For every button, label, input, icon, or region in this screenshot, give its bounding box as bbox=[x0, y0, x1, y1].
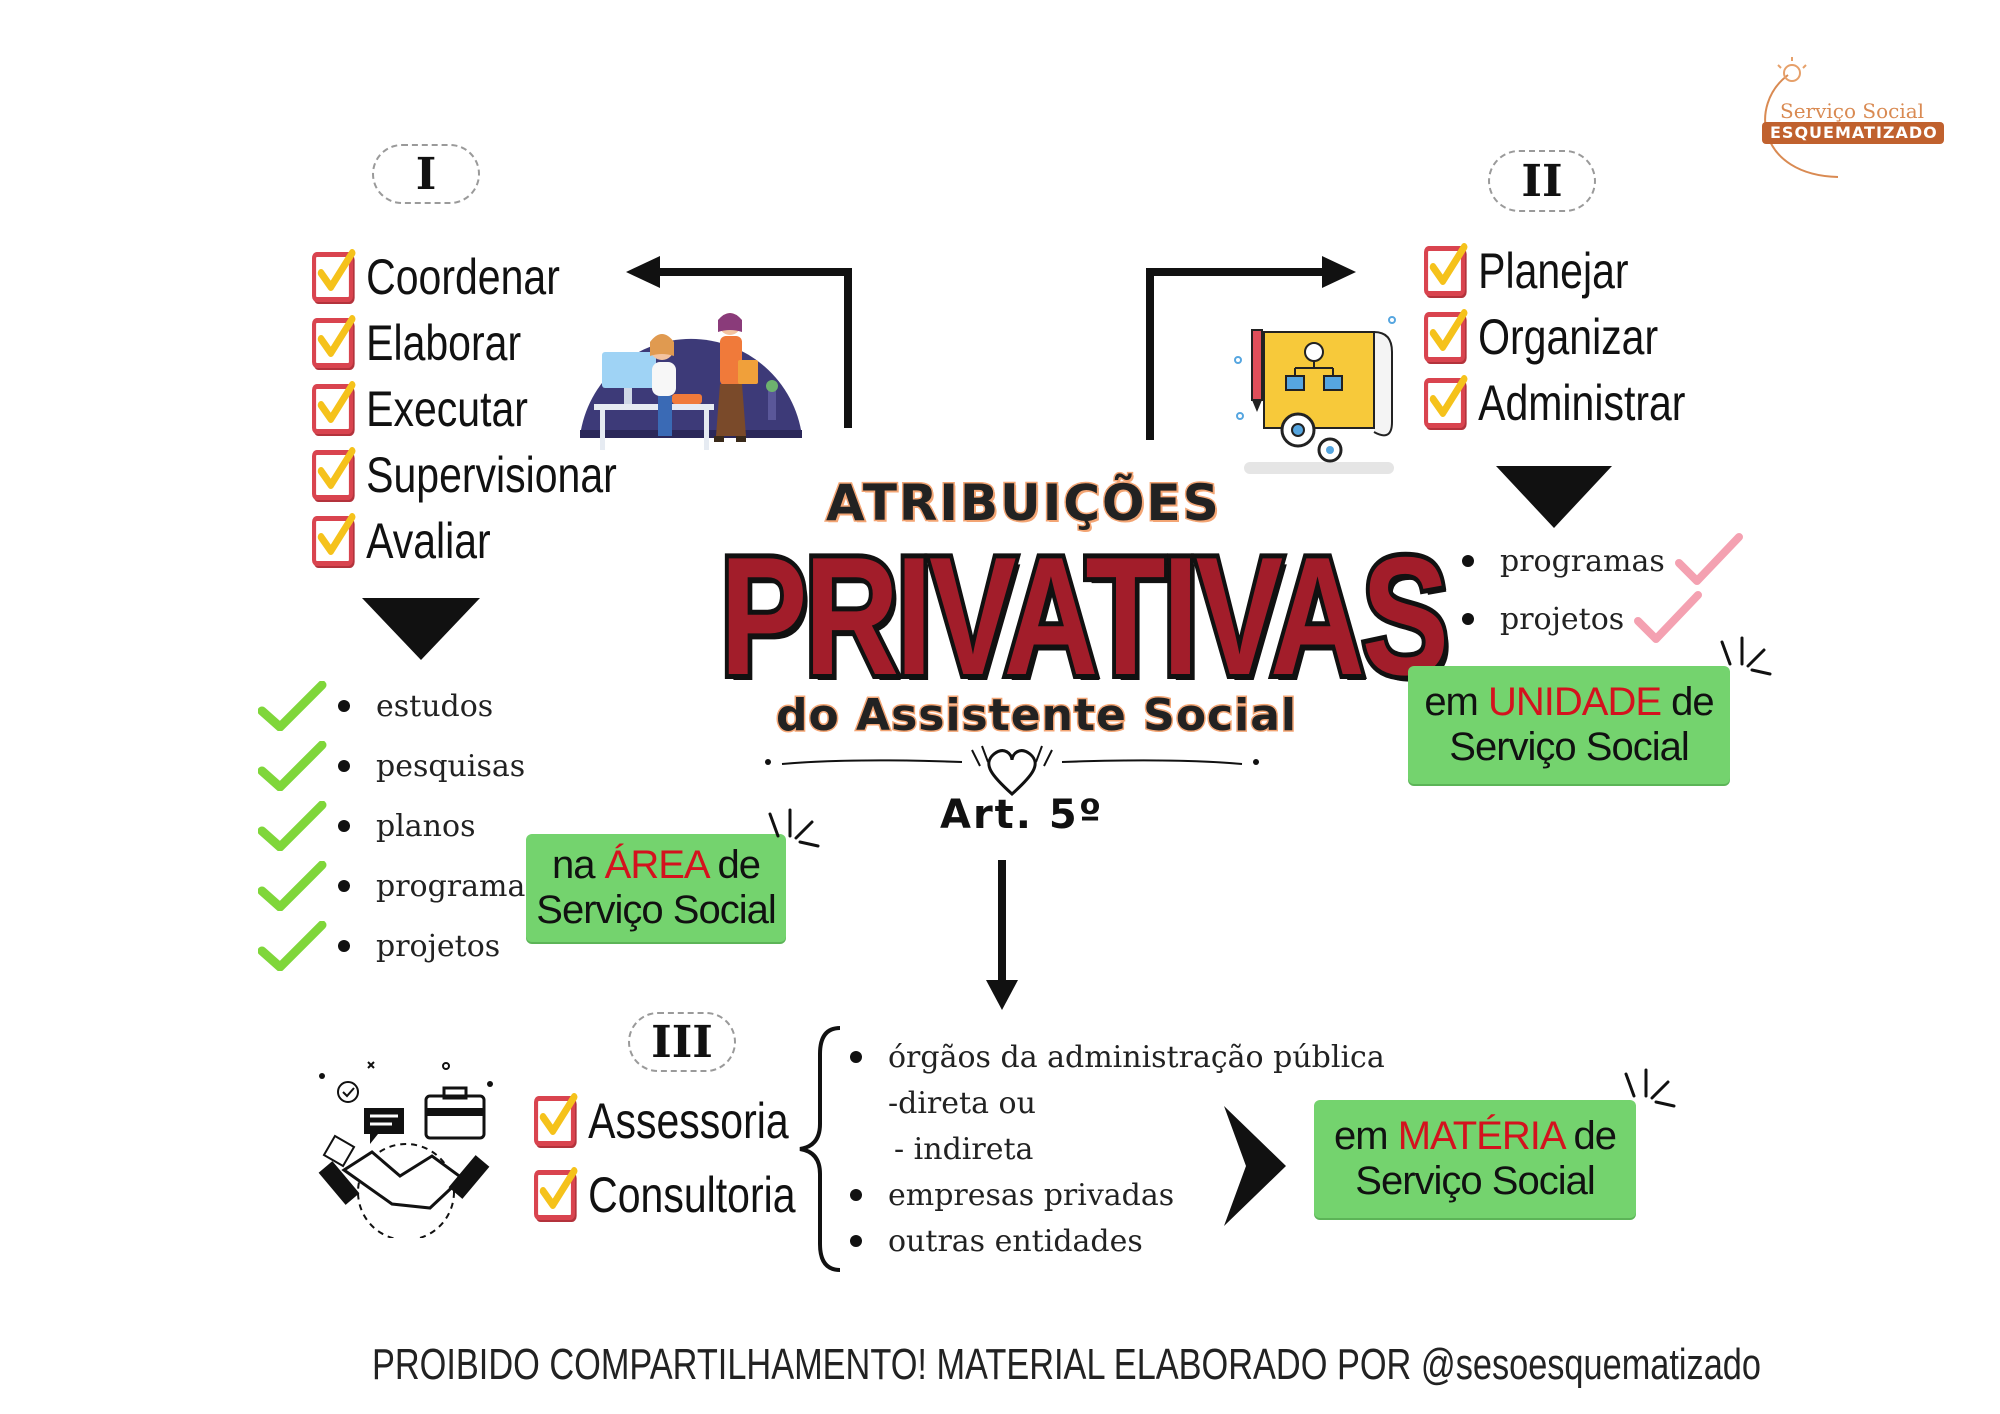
green-check-icon bbox=[258, 681, 327, 731]
logo-line2: ESQUEMATIZADO bbox=[1770, 123, 1938, 142]
verb-item: Supervisionar bbox=[312, 442, 617, 508]
checkbox-checked-icon bbox=[312, 249, 356, 302]
checkbox-checked-icon bbox=[534, 1093, 578, 1146]
area-box: na ÁREA de Serviço Social bbox=[526, 834, 786, 942]
list-item: empresas privadas bbox=[850, 1172, 1385, 1218]
unidade-box: em UNIDADE de Serviço Social bbox=[1408, 666, 1730, 784]
verb-item: Planejar bbox=[1424, 238, 1685, 304]
logo-arc-icon bbox=[1762, 57, 1944, 178]
section3-items-list: órgãos da administração pública -direta … bbox=[850, 1034, 1385, 1264]
section2-verb-list: Planejar Organizar Administrar bbox=[1424, 238, 1743, 436]
heart-divider-icon bbox=[765, 745, 1259, 797]
arrow-right-icon bbox=[1146, 256, 1356, 440]
verb-item: Avaliar bbox=[312, 508, 617, 574]
spark-lines-icon bbox=[1720, 636, 1772, 676]
checkbox-checked-icon bbox=[534, 1167, 578, 1220]
green-check-icon bbox=[258, 741, 327, 791]
list-item: - indireta bbox=[894, 1131, 1034, 1167]
article-label: Art. 5º bbox=[940, 792, 1104, 838]
list-item: -direta ou bbox=[888, 1085, 1036, 1121]
section-badge-2: II bbox=[1488, 150, 1596, 212]
green-check-icon bbox=[258, 801, 327, 851]
section1-verb-list: Coordenar Elaborar Executar Supervisiona… bbox=[312, 244, 684, 574]
down-arrow-icon bbox=[362, 598, 480, 660]
section1-items-list: estudos pesquisas planos programas proje… bbox=[258, 676, 541, 976]
list-item: estudos bbox=[258, 676, 541, 736]
handshake-business-illustration bbox=[318, 1061, 493, 1238]
checkbox-checked-icon bbox=[312, 315, 356, 368]
materia-box: em MATÉRIA de Serviço Social bbox=[1314, 1100, 1636, 1218]
title-top: ATRIBUIÇÕES bbox=[825, 473, 1221, 534]
title-main: PRIVATIVAS bbox=[716, 517, 1453, 715]
verb-item: Elaborar bbox=[312, 310, 617, 376]
verb-item: Organizar bbox=[1424, 304, 1685, 370]
section2-items-list: programas projetos bbox=[1462, 532, 1745, 648]
checkbox-checked-icon bbox=[312, 381, 356, 434]
checkbox-checked-icon bbox=[1424, 375, 1468, 428]
section-badge-1: I bbox=[372, 144, 480, 204]
checkbox-checked-icon bbox=[1424, 243, 1468, 296]
arrowhead-right-icon bbox=[1224, 1106, 1286, 1226]
spark-lines-icon bbox=[1624, 1068, 1676, 1108]
title-subtitle: do Assistente Social bbox=[775, 689, 1298, 743]
pink-check-icon bbox=[1674, 533, 1743, 585]
brand-logo: Serviço Social ESQUEMATIZADO bbox=[1748, 55, 1948, 185]
verb-item: Assessoria bbox=[534, 1084, 796, 1158]
section-badge-3: III bbox=[628, 1012, 736, 1072]
arrow-left-icon bbox=[626, 256, 852, 428]
verb-item: Administrar bbox=[1424, 370, 1685, 436]
verb-item: Consultoria bbox=[534, 1158, 796, 1232]
green-check-icon bbox=[258, 861, 327, 911]
verb-item: Coordenar bbox=[312, 244, 617, 310]
arrow-down-icon bbox=[986, 860, 1018, 1010]
list-item: outras entidades bbox=[850, 1218, 1385, 1264]
planning-diagram-illustration bbox=[1234, 316, 1396, 474]
list-item: projetos bbox=[258, 916, 541, 976]
curly-brace-icon bbox=[799, 1026, 841, 1272]
list-item: projetos bbox=[1462, 590, 1745, 648]
logo-line1: Serviço Social bbox=[1780, 99, 1925, 123]
verb-item: Executar bbox=[312, 376, 617, 442]
checkbox-checked-icon bbox=[1424, 309, 1468, 362]
checkbox-checked-icon bbox=[312, 513, 356, 566]
pink-check-icon bbox=[1634, 591, 1703, 643]
footer-notice: PROIBIDO COMPARTILHAMENTO! MATERIAL ELAB… bbox=[372, 1340, 1761, 1389]
list-item: programas bbox=[258, 856, 541, 916]
down-arrow-icon bbox=[1496, 466, 1612, 528]
checkbox-checked-icon bbox=[312, 447, 356, 500]
spark-lines-icon bbox=[768, 808, 820, 848]
list-item: órgãos da administração pública bbox=[850, 1034, 1385, 1080]
section3-verb-list: Assessoria Consultoria bbox=[534, 1084, 853, 1232]
list-item: planos bbox=[258, 796, 541, 856]
list-item: programas bbox=[1462, 532, 1745, 590]
green-check-icon bbox=[258, 921, 327, 971]
list-item: pesquisas bbox=[258, 736, 541, 796]
office-workers-illustration bbox=[580, 313, 802, 450]
